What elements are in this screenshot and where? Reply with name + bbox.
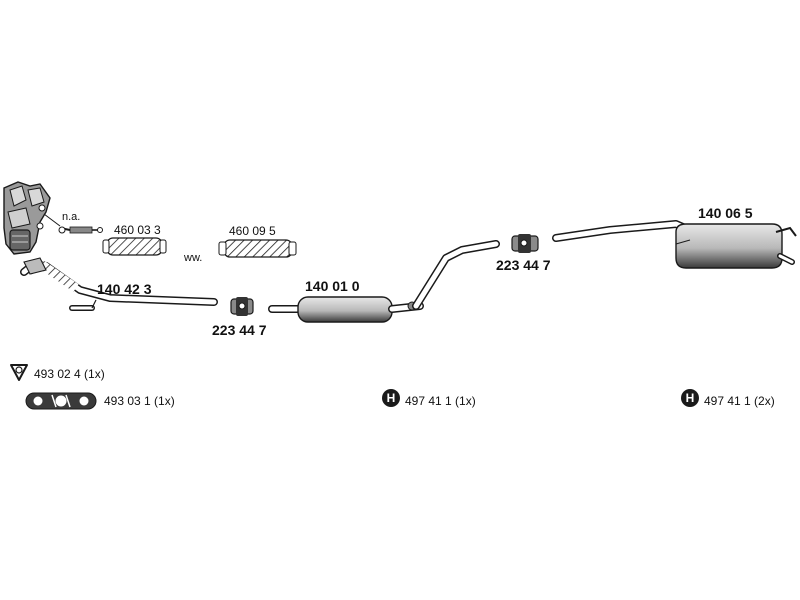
- lambda-sensor: [43, 213, 103, 234]
- accessory-label-kit-1: 497 41 1 (1x): [405, 394, 476, 408]
- clamp-223-44-7-2: [511, 234, 539, 253]
- svg-text:H: H: [686, 391, 695, 405]
- rear-silencer-label: 140 06 5: [698, 205, 753, 221]
- manifold-note-label: n.a.: [62, 211, 81, 223]
- rubber-hanger-icon: [25, 392, 97, 410]
- front-pipe-label: 140 42 3: [97, 281, 152, 297]
- connecting-pipe: [412, 240, 500, 310]
- mounting-kit-h-icon: H: [681, 389, 699, 407]
- middle-silencer-label: 140 01 0: [305, 278, 360, 294]
- flex-connector-label: ww.: [184, 252, 203, 264]
- mounting-kit-h-icon: H: [382, 389, 400, 407]
- exhaust-manifold: [3, 181, 51, 255]
- accessory-label-gasket: 493 02 4 (1x): [34, 367, 105, 381]
- gasket-ring-icon: [10, 364, 28, 381]
- accessory-label-hanger: 493 03 1 (1x): [104, 394, 175, 408]
- accessory-label-kit-2: 497 41 1 (2x): [704, 394, 775, 408]
- clamp-2-label: 223 44 7: [496, 257, 551, 273]
- svg-text:H: H: [387, 391, 396, 405]
- rear-silencer-140-06-5: [552, 220, 797, 269]
- flex-pipe-460-03-3: [102, 237, 167, 256]
- flex-pipe-1-label: 460 03 3: [114, 223, 161, 237]
- clamp-223-44-7-1: [230, 297, 254, 316]
- flex-pipe-2-label: 460 09 5: [229, 224, 276, 238]
- clamp-1-label: 223 44 7: [212, 322, 267, 338]
- flex-pipe-460-09-5: [218, 239, 297, 258]
- front-pipe-140-42-3: [20, 257, 218, 311]
- middle-silencer-140-01-0: [268, 296, 424, 323]
